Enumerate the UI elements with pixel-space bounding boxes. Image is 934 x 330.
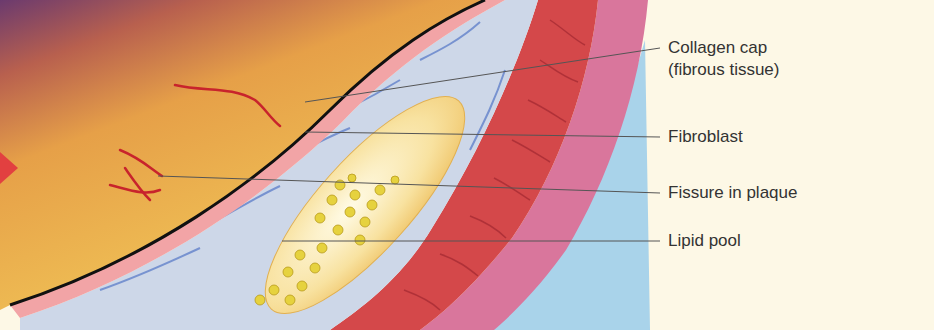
vessel-lumen (0, 0, 485, 310)
leader-line (282, 241, 660, 242)
fissure-streaks (110, 85, 280, 200)
flow-arrow (0, 152, 18, 184)
leader-line (305, 48, 660, 102)
lipid-droplets (255, 174, 399, 305)
leader-line (305, 132, 660, 137)
part-label: Collagen cap (fibrous tissue) (668, 37, 818, 81)
leader-lines (158, 48, 660, 241)
endothelium-line (10, 0, 485, 305)
leader-line (158, 176, 660, 193)
part-label: Fissure in plaque (668, 182, 797, 204)
part-label: Lipid pool (668, 230, 741, 252)
part-label: Fibroblast (668, 126, 743, 148)
